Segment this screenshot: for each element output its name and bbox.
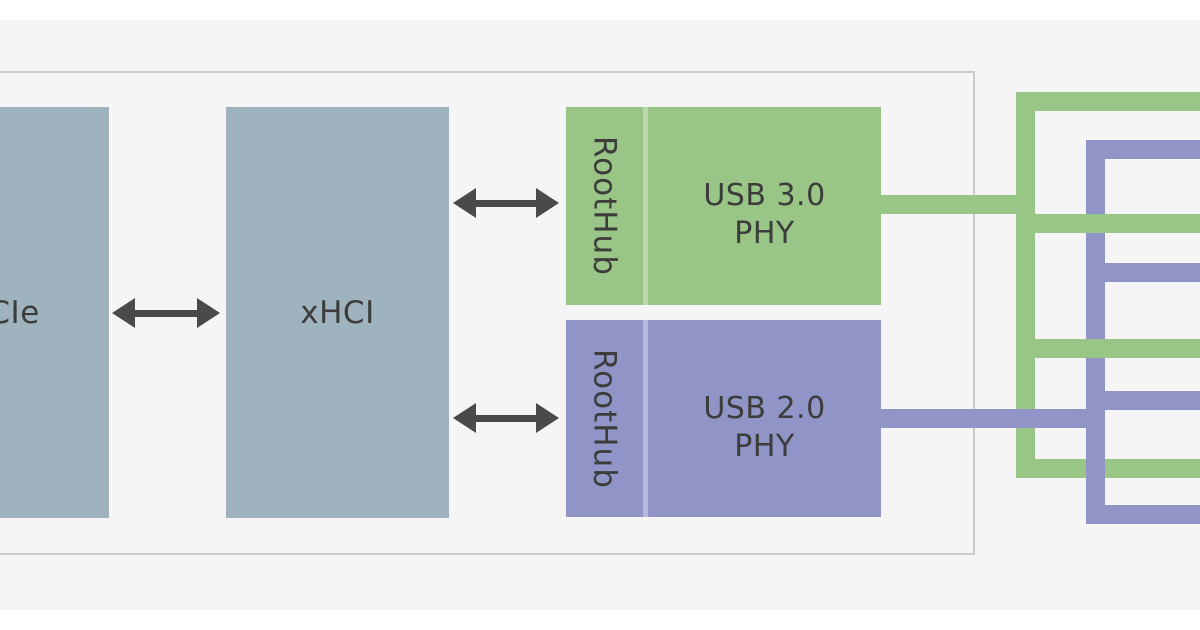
usb2-roothub-block: RootHub xyxy=(566,320,643,517)
usb3-roothub-block: RootHub xyxy=(566,107,643,305)
arrow-head-left-icon xyxy=(453,403,476,433)
soc-boundary-panel xyxy=(0,71,975,555)
usb3-trace-row2 xyxy=(1016,214,1200,233)
pcie-block: PCIe xyxy=(0,107,109,518)
arrow-head-right-icon xyxy=(197,298,220,328)
arrow-head-right-icon xyxy=(536,403,559,433)
xhci-usb2-bidirectional-arrow-icon xyxy=(453,403,559,433)
usb3-phy-label-line1: USB 3.0 xyxy=(703,178,826,213)
usb3-trace-row3 xyxy=(1016,339,1200,358)
xhci-usb3-bidirectional-arrow-icon xyxy=(453,188,559,218)
usb2-phy-label-line1: USB 2.0 xyxy=(703,390,826,426)
usb3-trace-top xyxy=(1016,92,1200,111)
usb3-phy-block: USB 3.0 PHY xyxy=(648,107,881,305)
usb2-trace-bottom xyxy=(1086,505,1200,524)
arrow-shaft xyxy=(473,414,539,422)
usb2-trace-row2 xyxy=(1105,263,1200,282)
arrow-head-left-icon xyxy=(112,298,135,328)
arrow-shaft xyxy=(132,309,200,317)
arrow-head-left-icon xyxy=(453,188,476,218)
usb3-roothub-label: RootHub xyxy=(586,136,623,276)
usb2-roothub-label: RootHub xyxy=(586,348,623,489)
usb2-phy-connector-trace xyxy=(879,409,1105,428)
usb2-trace-top xyxy=(1086,140,1200,159)
usb3-phy-connector-trace xyxy=(879,195,1035,214)
pcie-label: PCIe xyxy=(0,294,40,331)
usb3-cell-separator xyxy=(643,107,648,305)
arrow-head-right-icon xyxy=(536,188,559,218)
usb2-phy-block: USB 2.0 PHY xyxy=(648,320,881,517)
usb3-trace-vertical xyxy=(1016,92,1035,478)
xhci-block: xHCI xyxy=(226,107,449,518)
usb2-phy-label-line2: PHY xyxy=(734,428,795,464)
usb2-cell-separator xyxy=(643,320,648,517)
arrow-shaft xyxy=(473,199,539,207)
pcie-xhci-bidirectional-arrow-icon xyxy=(112,298,220,328)
usb3-trace-bottom xyxy=(1016,459,1200,478)
usb2-trace-vertical xyxy=(1086,140,1105,524)
xhci-label: xHCI xyxy=(300,294,375,331)
usb2-trace-row3 xyxy=(1105,391,1200,410)
usb3-phy-label-line2: PHY xyxy=(734,216,795,251)
